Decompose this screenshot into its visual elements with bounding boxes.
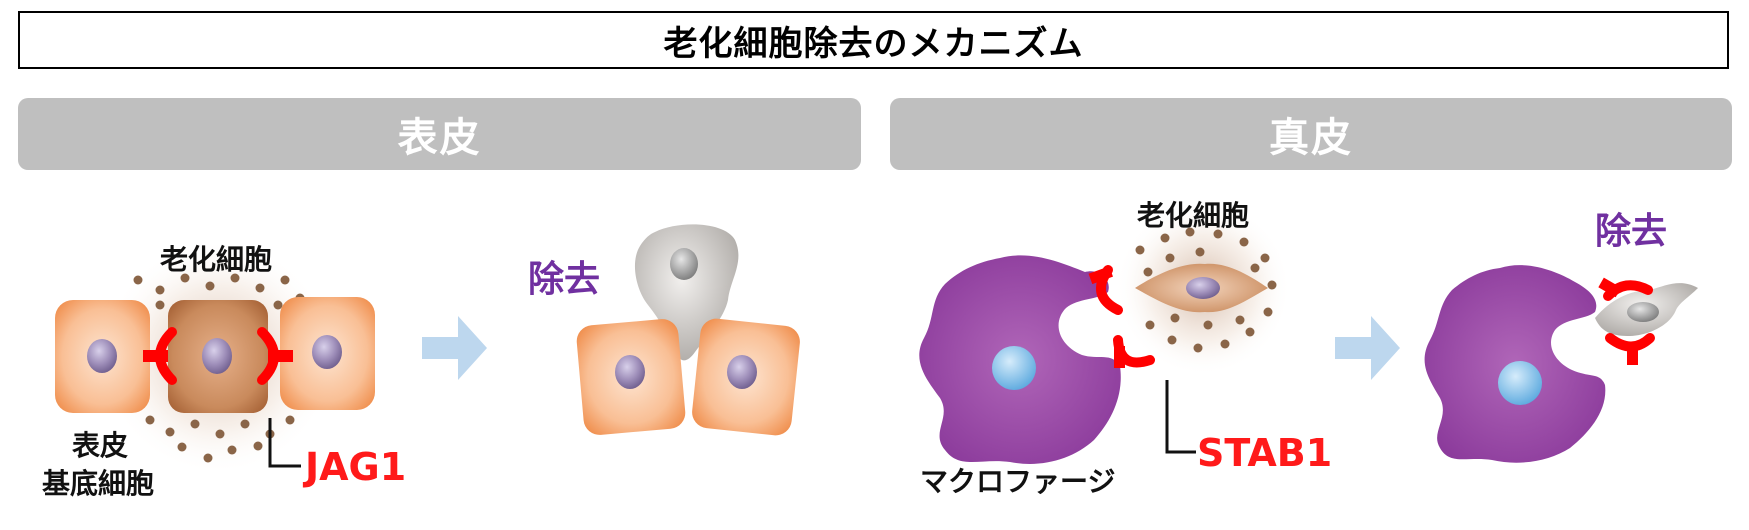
epidermis-after-group [576,224,800,436]
dermis-header-label: 真皮 [1269,115,1353,161]
diagram-title-box: 老化細胞除去のメカニズム [18,11,1729,69]
epidermis-header-label: 表皮 [397,115,482,161]
removal-label-epidermis: 除去 [528,259,601,300]
epidermis-before-group [55,239,375,475]
macrophage-before-nucleus [992,346,1036,390]
sasp-dots-dermis [1135,227,1277,353]
stab1-leader-line [1165,380,1196,454]
senescent-cell-label-epidermis: 老化細胞 [160,243,273,276]
macrophage-after-nucleus [1498,361,1542,405]
sasp-dots [133,273,305,463]
stab1-receptors [1088,265,1155,368]
senescent-cell-dermis-nucleus [1186,277,1220,299]
transition-arrow-epidermis [422,316,487,380]
dermis-before-group [919,200,1291,464]
dermis-after-group [1424,265,1698,463]
basal-cell-after-right-nucleus [727,355,757,389]
transition-arrow-dermis [1335,316,1400,380]
stab1-label: STAB1 [1197,431,1333,475]
senescent-cell-epidermis-nucleus [202,338,232,374]
jag1-leader-line [268,418,301,468]
basal-cell-label-line2: 基底細胞 [42,467,155,500]
epidermis-header: 表皮 [18,98,861,170]
basal-cell-right-nucleus [312,335,342,369]
basal-cell-after-left-nucleus [615,355,645,389]
basal-cell-left-nucleus [87,339,117,373]
stab1-receptors-bound [1598,277,1655,365]
jag1-label: JAG1 [305,445,407,489]
dermis-header: 真皮 [890,98,1732,170]
jag1-notch-binding [143,327,293,385]
basal-cell-label-line1: 表皮 [72,429,129,462]
removed-cell-nucleus [670,248,698,280]
diagram-title: 老化細胞除去のメカニズム [663,23,1084,64]
engulfed-cell-nucleus [1627,302,1659,322]
senescent-cell-label-dermis: 老化細胞 [1137,199,1250,232]
removal-label-dermis: 除去 [1595,211,1668,252]
macrophage-label: マクロファージ [920,465,1116,498]
